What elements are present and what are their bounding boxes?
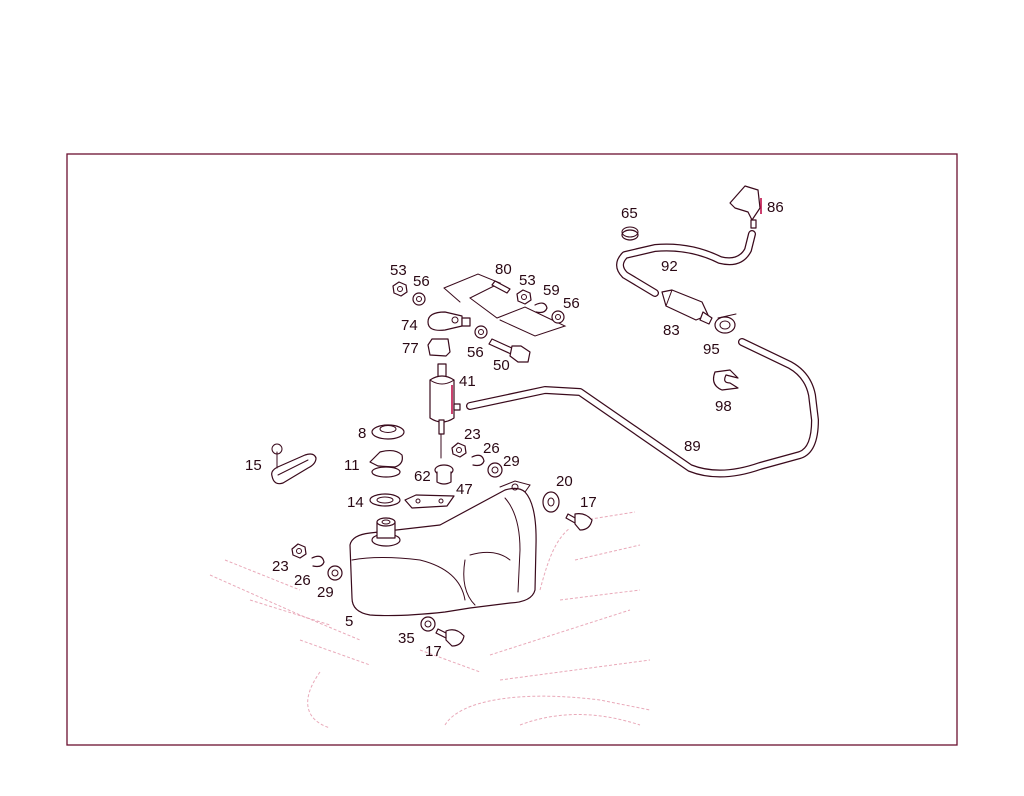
label-14: 14	[347, 494, 364, 511]
spring-washer-59	[534, 302, 548, 314]
nut-8	[371, 424, 405, 440]
label-26-upper: 26	[483, 440, 500, 457]
clamp-74	[427, 311, 471, 331]
label-5: 5	[345, 613, 353, 630]
label-8: 8	[358, 425, 366, 442]
label-89: 89	[684, 438, 701, 455]
label-74: 74	[401, 317, 418, 334]
label-23-upper: 23	[464, 426, 481, 443]
bracket-11	[369, 449, 403, 478]
washer-56-a	[412, 292, 426, 306]
washer-nozzle-86	[729, 185, 762, 229]
label-29-lower: 29	[317, 584, 334, 601]
label-29-upper: 29	[503, 453, 520, 470]
label-56-a: 56	[413, 273, 430, 290]
bolt-17-lower	[435, 628, 465, 647]
diagram-frame	[66, 153, 958, 746]
sleeve-77	[427, 338, 451, 357]
washer-56-b	[474, 325, 488, 339]
washer-56-c	[551, 310, 565, 324]
bracket-plate	[443, 273, 567, 337]
holder-98	[712, 369, 739, 391]
nut-53-right	[516, 289, 532, 305]
nut-53-left	[392, 281, 408, 297]
reservoir-tank-5	[349, 480, 537, 617]
label-95: 95	[703, 341, 720, 358]
label-41: 41	[459, 373, 476, 390]
part-labels: 5 8 11 14 15 17 17 20 23 23 26 26 29 29 …	[245, 199, 784, 660]
spring-washer-26-lower	[311, 555, 325, 568]
spring-washer-26-upper	[471, 454, 485, 467]
washer-35	[420, 616, 436, 632]
label-59: 59	[543, 282, 560, 299]
label-20: 20	[556, 473, 573, 490]
label-53-right: 53	[519, 272, 536, 289]
grommet-62	[434, 464, 454, 485]
label-50: 50	[493, 357, 510, 374]
label-11: 11	[344, 457, 360, 474]
label-15: 15	[245, 457, 262, 474]
washer-pump-41	[429, 363, 461, 459]
clip-95	[714, 313, 737, 334]
seal-14	[369, 493, 401, 507]
label-98: 98	[715, 398, 732, 415]
hose-89	[466, 338, 819, 478]
label-65: 65	[621, 205, 638, 222]
check-valve-83	[661, 289, 713, 325]
background-body-lines	[209, 511, 651, 729]
label-62: 62	[414, 468, 431, 485]
label-92: 92	[661, 258, 678, 275]
label-53-left: 53	[390, 262, 407, 279]
label-17-lower: 17	[425, 643, 442, 660]
grommet-65	[621, 226, 639, 241]
label-56-c: 56	[563, 295, 580, 312]
nut-23-upper	[451, 442, 467, 458]
label-83: 83	[663, 322, 680, 339]
label-17-right: 17	[580, 494, 597, 511]
label-35: 35	[398, 630, 415, 647]
label-56-b: 56	[467, 344, 484, 361]
hose-92	[616, 230, 756, 297]
label-26-lower: 26	[294, 572, 311, 589]
label-86: 86	[767, 199, 784, 216]
stud-80	[491, 280, 511, 294]
plate-47	[404, 494, 455, 509]
label-77: 77	[402, 340, 419, 357]
washer-29-upper	[487, 462, 503, 478]
label-80: 80	[495, 261, 512, 278]
nut-23-lower	[291, 543, 307, 559]
bolt-50	[488, 338, 531, 363]
washer-20	[542, 491, 560, 513]
label-23-lower: 23	[272, 558, 289, 575]
strap-15	[271, 443, 317, 485]
washer-29-lower	[327, 565, 343, 581]
label-47: 47	[456, 481, 473, 498]
bolt-17-right	[565, 513, 593, 531]
